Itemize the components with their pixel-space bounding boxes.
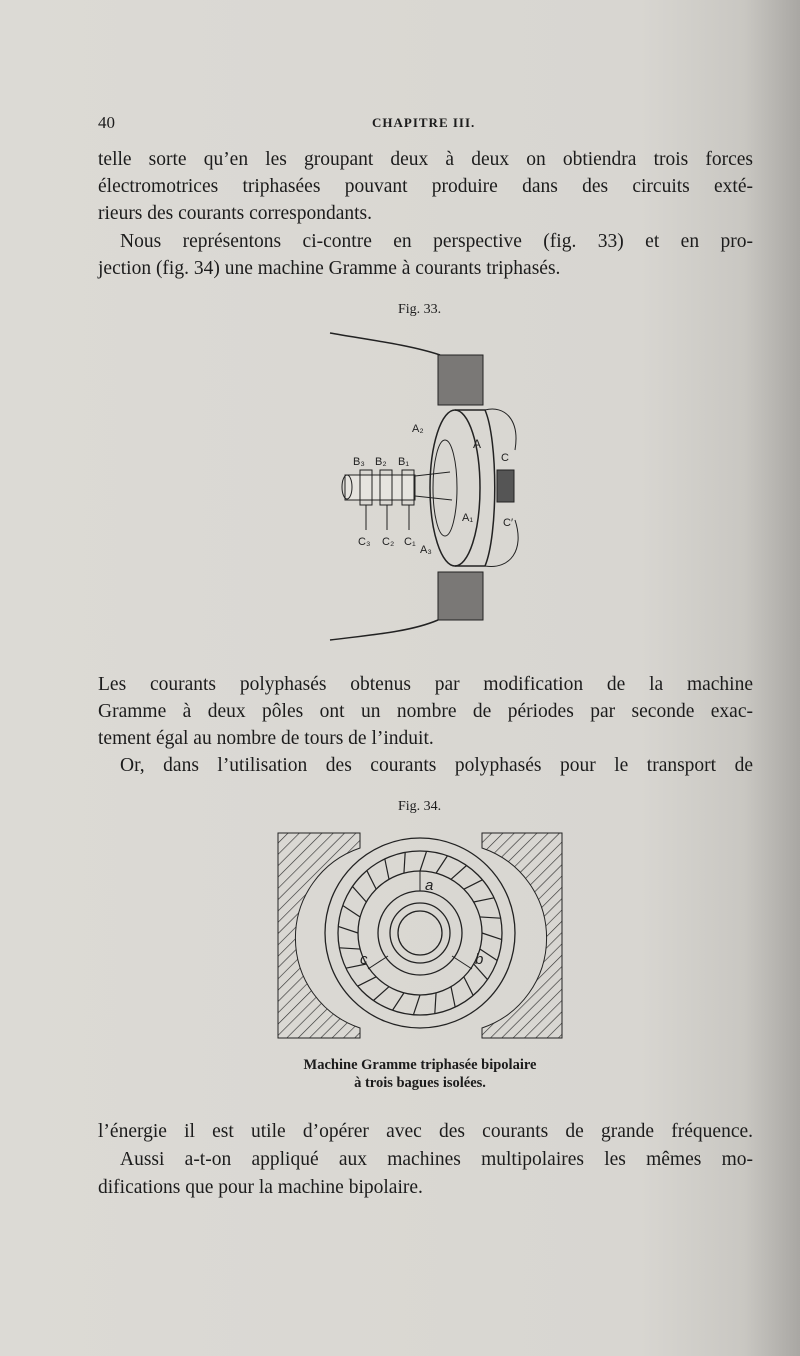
text-line: rieurs des courants correspondants. xyxy=(98,203,372,224)
coil-winding xyxy=(450,986,456,1008)
running-head: CHAPITRE III. xyxy=(372,115,476,130)
text-line: électromotrices triphasées pouvant produ… xyxy=(98,176,753,197)
coil-winding xyxy=(419,851,428,872)
text-line: Les courants polyphasés obtenus par modi… xyxy=(98,674,753,695)
coil-winding xyxy=(463,879,483,890)
figure-34-caption-line: à trois bagues isolées. xyxy=(354,1075,486,1091)
coil-winding xyxy=(434,992,437,1014)
label-c2: C₂ xyxy=(382,536,394,548)
coil-winding xyxy=(479,916,501,919)
label-c: c xyxy=(360,951,368,968)
text-line: jection (fig. 34) une machine Gramme à c… xyxy=(98,258,561,279)
figure-33-drawing: B₃ B₂ B₁ A₂ A C C′ A₁ C₃ C₂ C₁ A₃ xyxy=(329,332,519,641)
coil-winding xyxy=(339,947,361,950)
coil-winding xyxy=(338,925,359,934)
label-a: A xyxy=(473,437,481,451)
label-c3: C₃ xyxy=(358,536,370,548)
label-c-prime: C′ xyxy=(503,517,513,529)
label-b2: B₂ xyxy=(375,456,387,468)
coil-winding xyxy=(403,852,406,874)
coil-winding xyxy=(412,994,421,1015)
text-line: Nous représentons ci-contre en perspecti… xyxy=(120,231,753,252)
coil-winding xyxy=(473,963,488,980)
text-line: tement égal au nombre de tours de l’indu… xyxy=(98,728,434,749)
label-a3: A₃ xyxy=(420,544,432,556)
text-line: difications que pour la machine bipolair… xyxy=(98,1177,423,1198)
coil-winding xyxy=(345,963,367,969)
coil-winding xyxy=(366,870,377,890)
coil-winding xyxy=(481,932,502,941)
text-line: Aussi a-t-on appliqué aux machines multi… xyxy=(120,1149,753,1170)
label-b: b xyxy=(475,951,483,968)
coil-winding xyxy=(357,976,377,987)
coil-winding xyxy=(373,986,390,1001)
text-line: l’énergie il est utile d’opérer avec des… xyxy=(98,1121,753,1142)
coil-winding xyxy=(342,905,361,918)
coil-winding xyxy=(384,858,390,880)
coil-winding xyxy=(473,897,495,903)
label-b3: B₃ xyxy=(353,456,365,468)
label-a2: A₂ xyxy=(412,423,424,435)
label-a: a xyxy=(425,877,433,894)
coil-winding xyxy=(435,855,448,874)
coil-winding xyxy=(392,992,405,1011)
figure-34-caption-line: Machine Gramme triphasée bipolaire xyxy=(303,1057,537,1073)
label-c: C xyxy=(501,452,509,464)
text-line: Or, dans l’utilisation des courants poly… xyxy=(120,755,753,776)
coil-winding xyxy=(479,948,498,961)
figure-34-drawing: a b c xyxy=(277,832,563,1039)
page-number: 40 xyxy=(98,113,115,132)
coil-winding xyxy=(463,976,474,996)
coil-winding xyxy=(352,886,367,903)
figure-34-label: Fig. 34. xyxy=(398,799,442,814)
label-b1: B₁ xyxy=(398,456,409,468)
figure-33-label: Fig. 33. xyxy=(398,302,442,317)
text-line: telle sorte qu’en les groupant deux à de… xyxy=(98,149,753,170)
text-line: Gramme à deux pôles ont un nombre de pér… xyxy=(98,701,753,722)
label-a1: A₁ xyxy=(462,512,473,524)
label-c1: C₁ xyxy=(404,536,416,548)
coil-winding xyxy=(450,865,467,880)
